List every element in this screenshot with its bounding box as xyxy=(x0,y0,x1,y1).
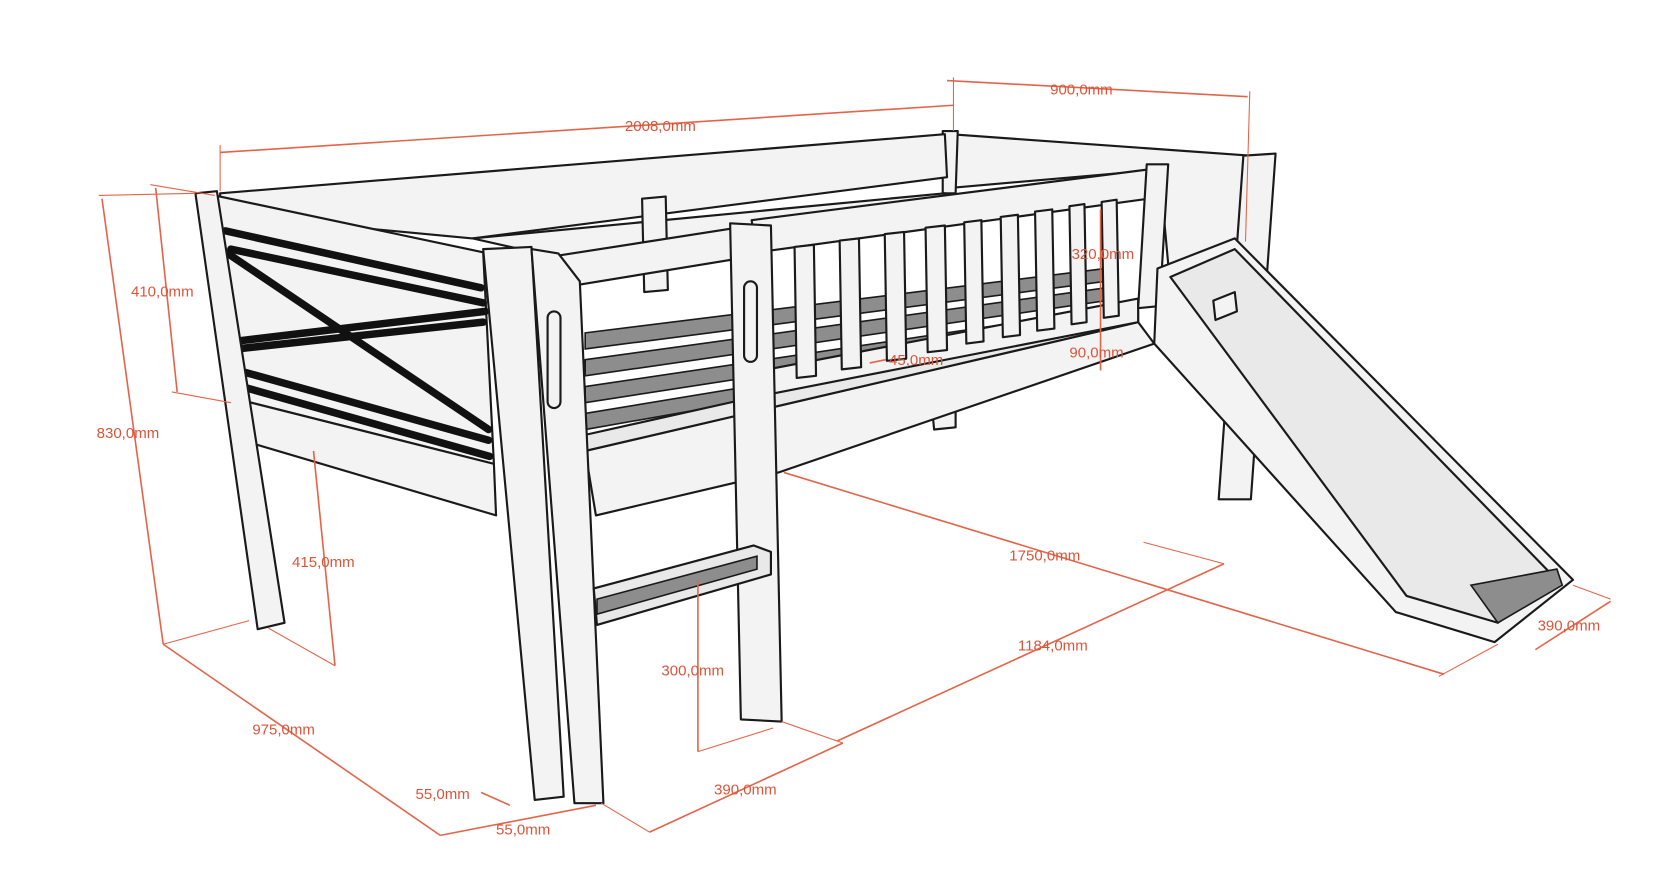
dim-slide-depth: 900,0mm xyxy=(1050,82,1113,99)
ladder-handle-left xyxy=(546,310,562,410)
dim-bed-width: 975,0mm xyxy=(252,721,315,738)
rear-left-post xyxy=(194,190,286,631)
dim-overall-length: 2008,0mm xyxy=(625,118,696,135)
front-left-post xyxy=(482,245,565,802)
dim-step-height: 300,0mm xyxy=(661,662,724,679)
dim-slide-length: 1750,0mm xyxy=(1009,547,1080,564)
slide-exit xyxy=(1469,568,1564,624)
ladder-handle-right xyxy=(743,280,759,363)
dim-slide-width: 390,0mm xyxy=(1538,617,1601,634)
dimension-labels: 2008,0mm 900,0mm 410,0mm 830,0mm 320,0mm… xyxy=(97,82,1601,839)
slide-platform xyxy=(1212,290,1238,322)
dimension-lines xyxy=(98,77,1612,837)
dim-ladder-width: 390,0mm xyxy=(714,782,777,799)
bed-drawing xyxy=(194,129,1575,805)
dim-total-height: 830,0mm xyxy=(97,425,160,442)
guard-bars xyxy=(793,198,1120,380)
dim-slide-offset: 1184,0mm xyxy=(1018,638,1088,655)
dim-side-rail-height: 90,0mm xyxy=(1069,345,1123,362)
dim-post-width-a: 55,0mm xyxy=(416,786,470,803)
dim-under-bed-height: 415,0mm xyxy=(292,554,355,571)
dim-headboard-height: 410,0mm xyxy=(131,283,194,300)
dim-post-width-b: 55,0mm xyxy=(496,821,550,838)
dim-guard-rail-height: 320,0mm xyxy=(1072,246,1135,263)
dim-bar-spacing: 45,0mm xyxy=(889,352,943,369)
